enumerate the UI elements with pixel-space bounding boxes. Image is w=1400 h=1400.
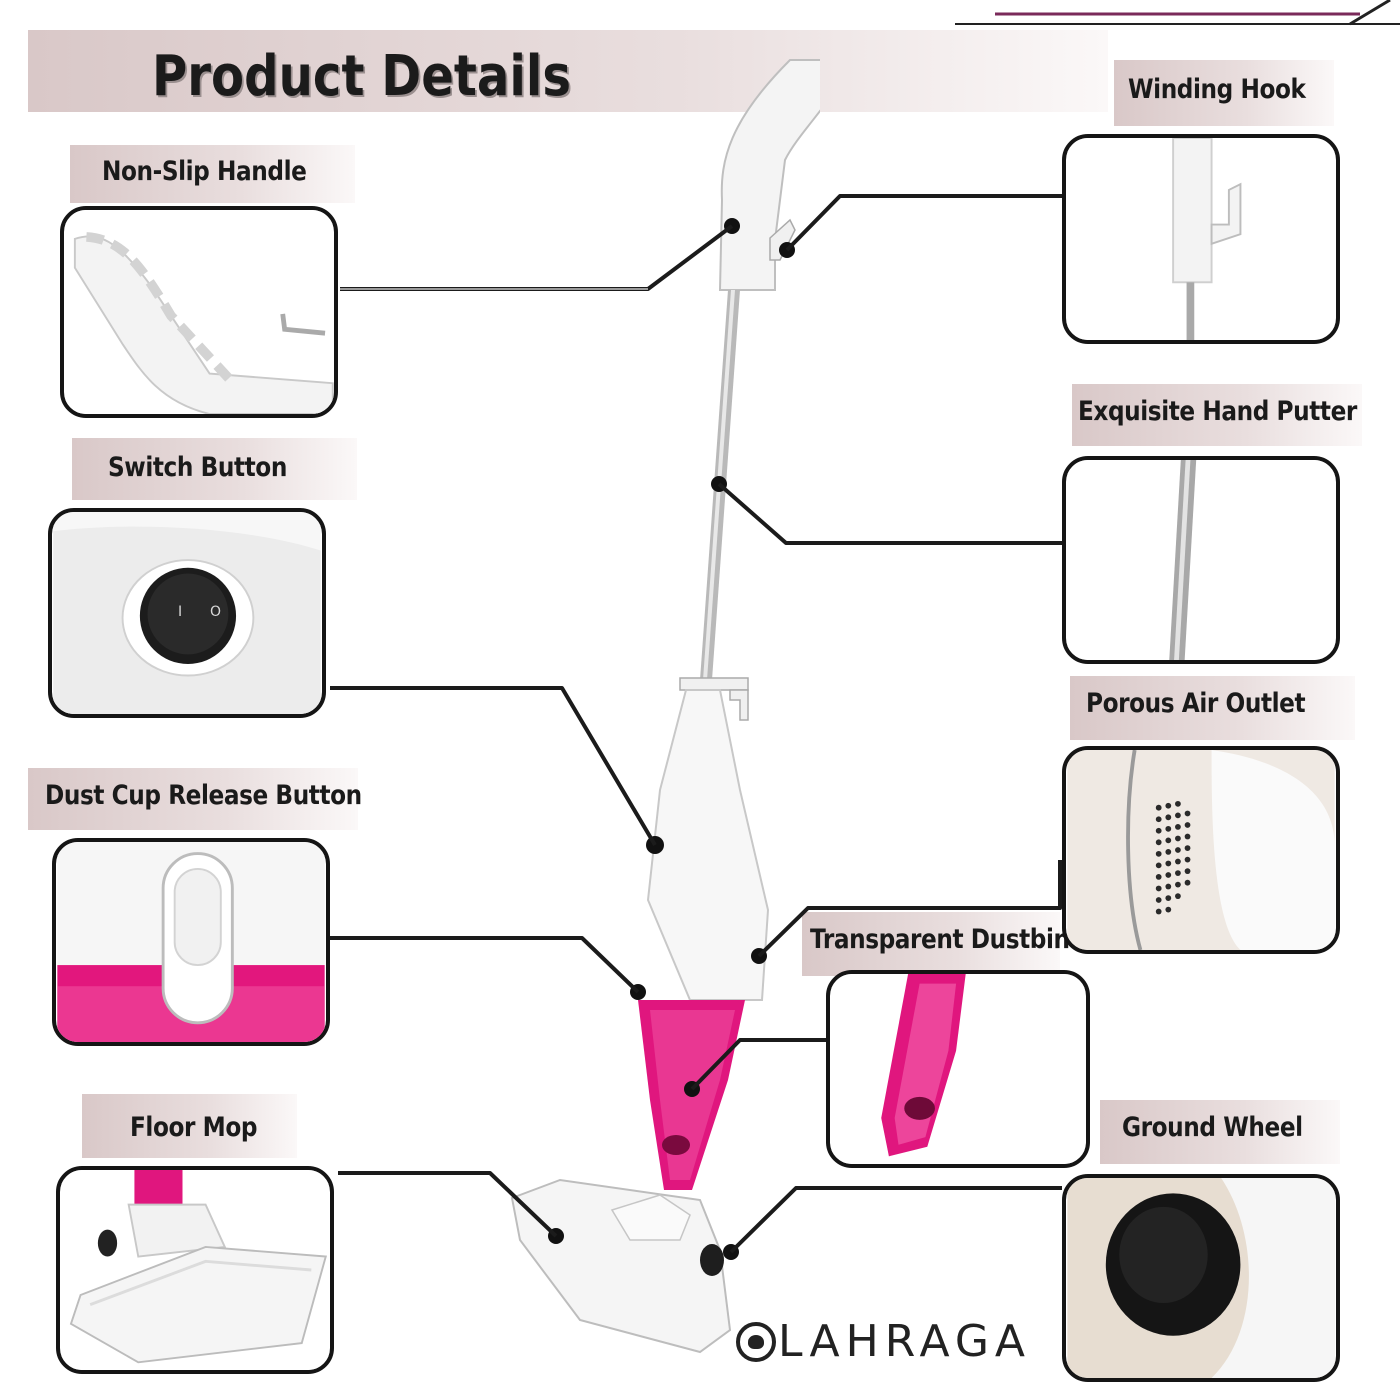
panel-porous-air-outlet: [1062, 746, 1340, 954]
ground-wheel-closeup-image: [1067, 1178, 1335, 1378]
label-band: [1070, 676, 1355, 740]
switch-on-symbol: I: [178, 604, 183, 620]
corner-decoration: [955, 0, 1400, 26]
label-band: [82, 1094, 297, 1158]
label-floor-mop: Floor Mop: [130, 1112, 258, 1143]
switch-closeup-image: [53, 512, 321, 714]
label-band: [72, 438, 357, 500]
handle-closeup-image: [65, 210, 334, 414]
label-transparent-dustbin: Transparent Dustbin: [810, 924, 1070, 955]
page-title: Product Details: [152, 44, 572, 109]
floor-mop-closeup-image: [61, 1170, 329, 1370]
panel-ground-wheel: [1062, 1174, 1340, 1382]
air-outlet-closeup-image: [1067, 750, 1335, 950]
brand-logo-text: LAHRAGA: [778, 1316, 1032, 1367]
title-band: [28, 30, 1108, 112]
hand-putter-closeup-image: [1067, 460, 1335, 660]
dustbin-closeup-image: [831, 974, 1085, 1164]
label-ground-wheel: Ground Wheel: [1122, 1112, 1303, 1143]
label-band: [1114, 60, 1334, 126]
release-button-closeup-image: [57, 842, 325, 1042]
brand-logo-icon: [736, 1322, 776, 1362]
label-band: [802, 912, 1060, 976]
label-winding-hook: Winding Hook: [1128, 74, 1306, 105]
label-porous-air-outlet: Porous Air Outlet: [1086, 688, 1306, 719]
label-band: [70, 145, 355, 203]
switch-off-symbol: O: [210, 604, 222, 620]
winding-hook-closeup-image: [1067, 138, 1335, 340]
panel-dust-cup-release-button: [52, 838, 330, 1046]
panel-floor-mop: [56, 1166, 334, 1374]
label-exquisite-hand-putter: Exquisite Hand Putter: [1078, 396, 1357, 427]
panel-switch-button: I O: [48, 508, 326, 718]
label-band: [1072, 384, 1362, 446]
label-band: [1100, 1100, 1340, 1164]
label-band: [28, 768, 358, 830]
label-switch-button: Switch Button: [108, 452, 287, 483]
label-non-slip-handle: Non-Slip Handle: [102, 156, 307, 187]
panel-exquisite-hand-putter: [1062, 456, 1340, 664]
panel-non-slip-handle: [60, 206, 338, 418]
panel-transparent-dustbin: [826, 970, 1090, 1168]
panel-winding-hook: [1062, 134, 1340, 344]
label-dust-cup-release-button: Dust Cup Release Button: [45, 780, 362, 811]
brand-logo: LAHRAGA: [736, 1316, 1031, 1367]
